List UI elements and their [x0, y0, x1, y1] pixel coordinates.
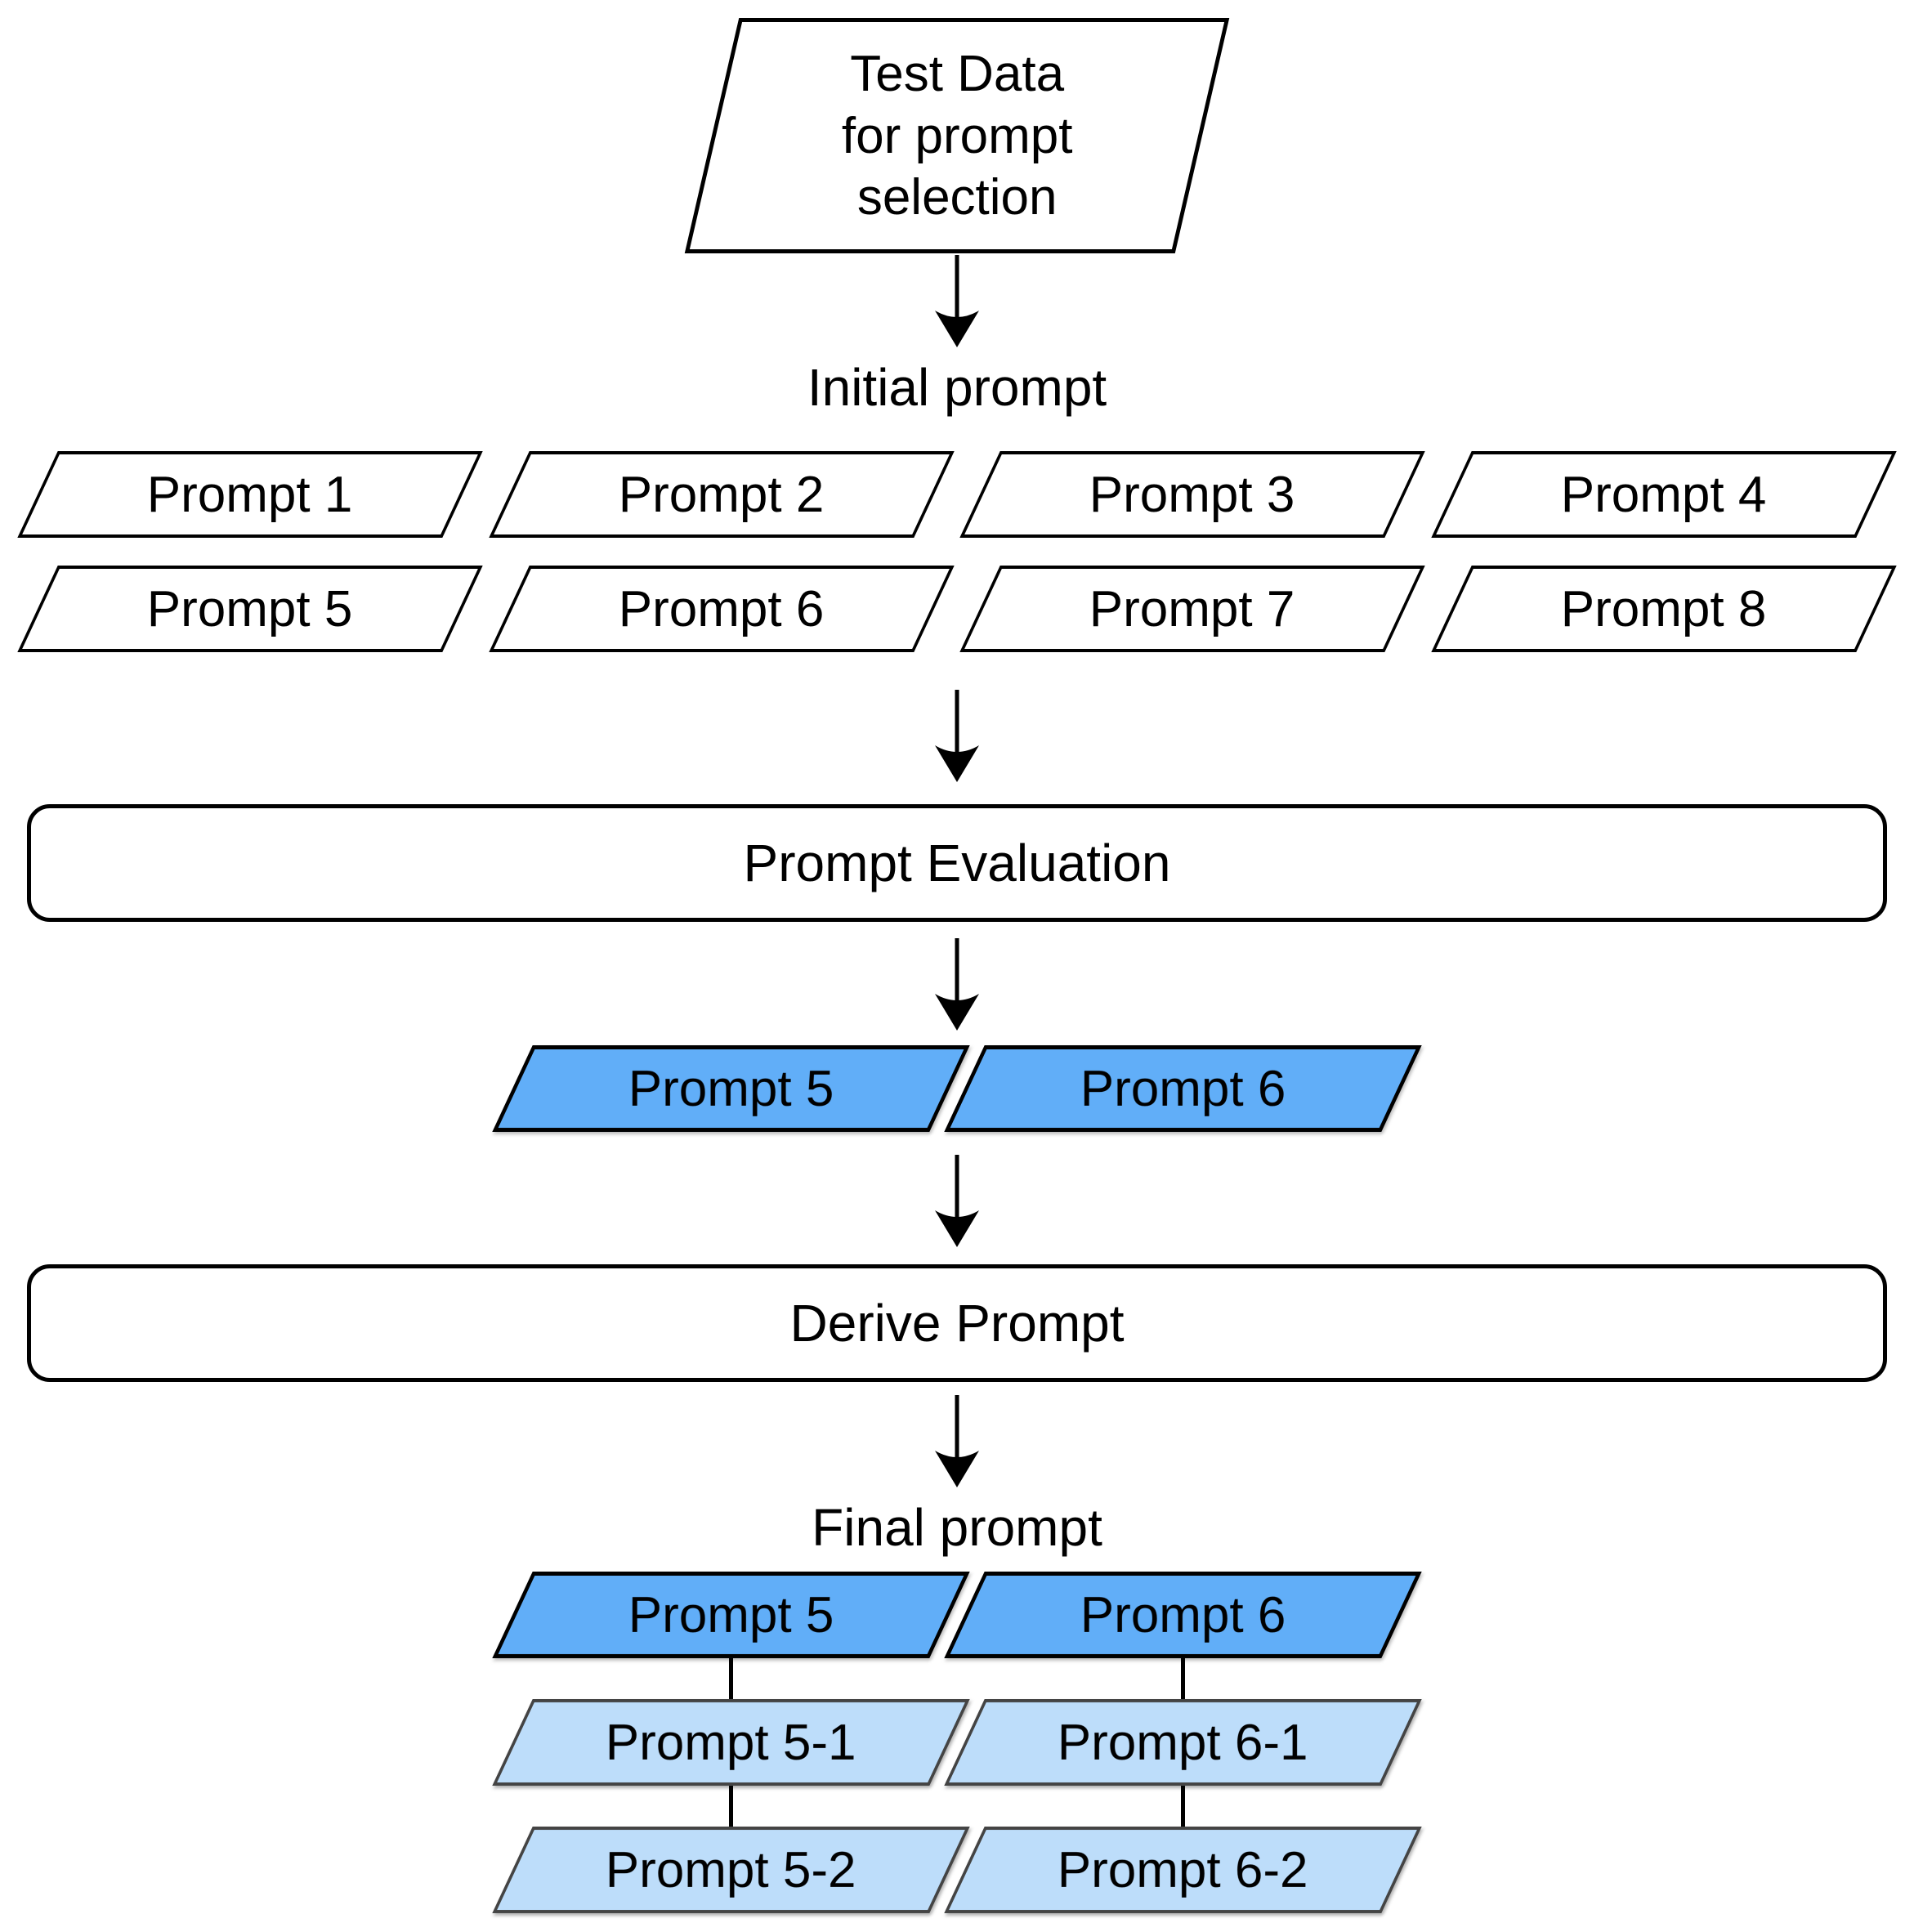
final-prompt-5-shape: Prompt 5 — [492, 1572, 970, 1658]
initial-prompts-row-1: Prompt 1 Prompt 2 Prompt 3 Prompt 4 — [17, 451, 1897, 538]
prompt-label: Prompt 5 — [147, 580, 353, 637]
tree-connector-line — [1181, 1786, 1185, 1827]
prompt-label: Prompt 5 — [628, 1060, 834, 1117]
selected-prompt-6-shape: Prompt 6 — [944, 1045, 1422, 1132]
arrow-down-icon — [935, 1395, 979, 1487]
tree-connector-line — [1181, 1658, 1185, 1699]
prompt-label: Prompt 2 — [618, 466, 825, 523]
derive-prompt-label: Derive Prompt — [789, 1294, 1125, 1353]
prompt-label: Prompt 7 — [1089, 580, 1296, 637]
final-prompt-6-2-shape: Prompt 6-2 — [944, 1827, 1422, 1913]
source-parallelogram: Test Data for prompt selection — [684, 18, 1230, 253]
derive-prompt-box: Derive Prompt — [27, 1264, 1887, 1382]
final-tree-column-prompt-6: Prompt 6 Prompt 6-1 Prompt 6-2 — [944, 1572, 1422, 1913]
tree-connector-line — [729, 1658, 733, 1699]
final-prompt-5-1-shape: Prompt 5-1 — [492, 1699, 970, 1786]
final-prompt-label: Final prompt — [812, 1498, 1102, 1557]
source-label: Test Data for prompt selection — [841, 45, 1073, 226]
prompt-label: Prompt 6-2 — [1058, 1841, 1308, 1898]
prompt-label: Prompt 8 — [1561, 580, 1767, 637]
prompt-label: Prompt 1 — [147, 466, 353, 523]
prompt-label: Prompt 5-2 — [606, 1841, 856, 1898]
prompt-6-shape: Prompt 6 — [488, 566, 955, 652]
tree-connector-line — [729, 1786, 733, 1827]
prompt-label: Prompt 6 — [1080, 1586, 1286, 1644]
prompt-2-shape: Prompt 2 — [488, 451, 955, 538]
final-prompt-6-shape: Prompt 6 — [944, 1572, 1422, 1658]
prompt-label: Prompt 6-1 — [1058, 1714, 1308, 1771]
prompt-label: Prompt 6 — [618, 580, 825, 637]
prompt-label: Prompt 6 — [1080, 1060, 1286, 1117]
prompt-8-shape: Prompt 8 — [1431, 566, 1897, 652]
prompt-label: Prompt 3 — [1089, 466, 1296, 523]
prompt-5-shape: Prompt 5 — [17, 566, 483, 652]
arrow-down-icon — [935, 938, 979, 1031]
selected-prompts-row: Prompt 5 Prompt 6 — [492, 1045, 1422, 1132]
prompt-1-shape: Prompt 1 — [17, 451, 483, 538]
arrow-down-icon — [935, 1155, 979, 1247]
final-prompt-5-2-shape: Prompt 5-2 — [492, 1827, 970, 1913]
prompt-evaluation-box: Prompt Evaluation — [27, 804, 1887, 922]
prompt-label: Prompt 5 — [628, 1586, 834, 1644]
prompt-3-shape: Prompt 3 — [959, 451, 1426, 538]
prompt-4-shape: Prompt 4 — [1431, 451, 1897, 538]
prompt-7-shape: Prompt 7 — [959, 566, 1426, 652]
prompt-label: Prompt 4 — [1561, 466, 1767, 523]
initial-prompt-label: Initial prompt — [807, 358, 1107, 417]
initial-prompts-grid: Prompt 1 Prompt 2 Prompt 3 Prompt 4 Prom… — [17, 451, 1897, 652]
arrow-down-icon — [935, 690, 979, 782]
final-tree-column-prompt-5: Prompt 5 Prompt 5-1 Prompt 5-2 — [492, 1572, 970, 1913]
final-prompts-tree: Prompt 5 Prompt 5-1 Prompt 5-2 Prompt 6 … — [492, 1572, 1422, 1913]
initial-prompts-row-2: Prompt 5 Prompt 6 Prompt 7 Prompt 8 — [17, 566, 1897, 652]
final-prompt-6-1-shape: Prompt 6-1 — [944, 1699, 1422, 1786]
prompt-evaluation-label: Prompt Evaluation — [743, 834, 1171, 892]
prompt-label: Prompt 5-1 — [606, 1714, 856, 1771]
selected-prompt-5-shape: Prompt 5 — [492, 1045, 970, 1132]
arrow-down-icon — [935, 255, 979, 347]
